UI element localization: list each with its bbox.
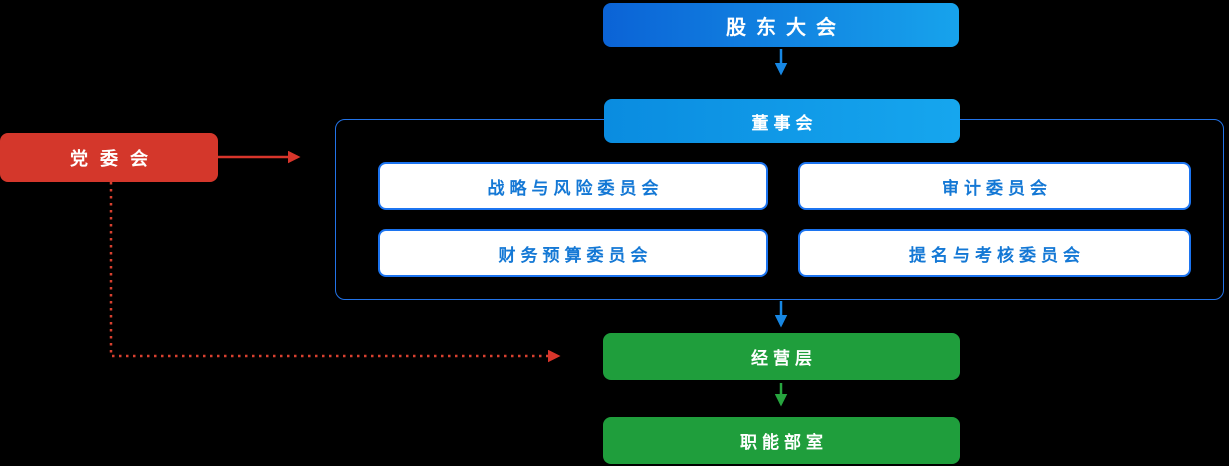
node-audit-committee: 审计委员会	[798, 162, 1191, 210]
node-board-of-directors: 董事会	[604, 99, 960, 143]
node-management-level: 经营层	[603, 333, 960, 380]
node-strategy-risk-committee: 战略与风险委员会	[378, 162, 768, 210]
node-functional-departments: 职能部室	[603, 417, 960, 464]
node-finance-budget-committee: 财务预算委员会	[378, 229, 768, 277]
node-nomination-assessment-committee: 提名与考核委员会	[798, 229, 1191, 277]
node-party-committee: 党委会	[0, 133, 218, 182]
node-shareholders-meeting: 股东大会	[603, 3, 959, 47]
